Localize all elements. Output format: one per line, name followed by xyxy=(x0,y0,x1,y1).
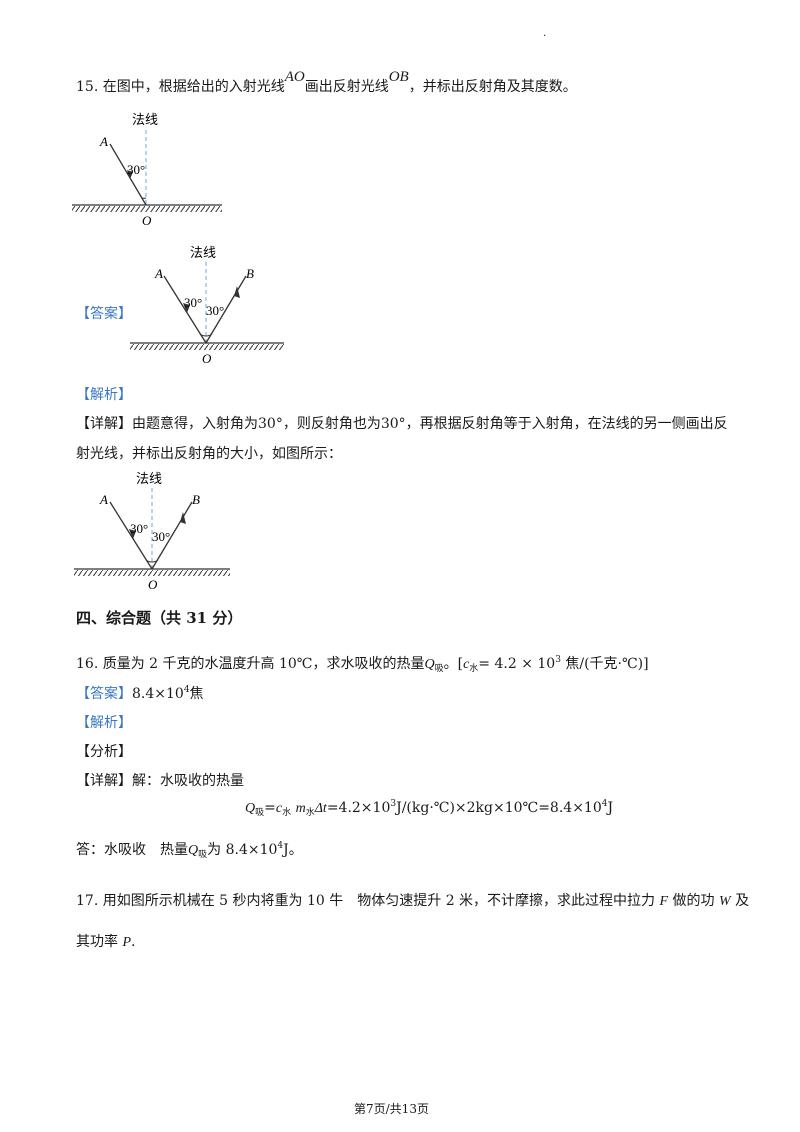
point-a-label: A xyxy=(154,266,163,281)
ray-ao-label: AO xyxy=(284,69,305,85)
reflected-ray xyxy=(205,275,247,344)
incident-arrow-icon xyxy=(129,529,136,539)
point-b-label: B xyxy=(246,266,254,281)
question-17-line2: 其功率 P. xyxy=(76,934,136,950)
detail-15-line1: 【详解】由题意得，入射角为30°，则反射角也为30°，再根据反射角等于入射角，在… xyxy=(76,416,728,432)
point-b-label: B xyxy=(192,492,200,507)
answer-16: 【答案】8.4×104焦 xyxy=(76,685,204,702)
point-o-label: O xyxy=(148,577,158,592)
question-16: 16. 质量为 2 千克的水温度升高 10℃，求水吸收的热量Q吸。[c水= 4.… xyxy=(76,655,649,674)
incident-angle-label: 30° xyxy=(184,295,202,310)
question-17-line1: 17. 用如图所示机械在 5 秒内将重为 10 牛 物体匀速提升 2 米，不计摩… xyxy=(76,893,750,909)
normal-label: 法线 xyxy=(190,245,216,260)
answer-tag-15: 【答案】 xyxy=(76,306,132,322)
heat-formula: Q吸=c水 m水Δt=4.2×103J/(kg·℃)×2kg×10℃=8.4×1… xyxy=(245,799,614,818)
point-a-label: A xyxy=(99,134,108,149)
incident-angle-label: 30° xyxy=(130,521,148,536)
mirror-hatch xyxy=(72,206,222,212)
incident-ray xyxy=(163,275,207,344)
analysis-label-16: 【分析】 xyxy=(76,744,132,760)
section-title: 四、综合题（共 31 分） xyxy=(76,609,243,627)
incident-arrow-icon xyxy=(183,303,190,313)
detail-15-line2: 射光线，并标出反射角的大小，如图所示： xyxy=(76,446,342,462)
question-15: 15. 在图中，根据给出的入射光线AO画出反射光线OB，并标出反射角及其度数。 xyxy=(76,69,577,95)
angle-arc xyxy=(199,333,213,337)
analysis-tag-15: 【解析】 xyxy=(76,387,132,403)
reflection-angle-label: 30° xyxy=(152,529,170,544)
normal-label: 法线 xyxy=(132,112,158,127)
incident-ray xyxy=(109,143,147,206)
ray-ob-label: OB xyxy=(388,69,409,85)
reflected-arrow-icon xyxy=(180,512,186,524)
incident-ray xyxy=(109,501,153,570)
angle-label: 30° xyxy=(127,162,145,177)
incident-ray-figure: 法线 A 30° O xyxy=(72,112,222,228)
normal-label: 法线 xyxy=(136,471,162,486)
answer-reflection-figure: 法线 A B 30° 30° O xyxy=(130,245,284,366)
point-a-label: A xyxy=(99,492,108,507)
mirror-hatch xyxy=(74,570,230,576)
detail-16: 【详解】解：水吸收的热量 xyxy=(76,773,244,789)
reflection-angle-label: 30° xyxy=(206,303,224,318)
incident-arrow-icon xyxy=(127,170,133,179)
page-number: 第7页/共13页 xyxy=(354,1102,429,1116)
reflected-arrow-icon xyxy=(234,286,240,298)
angle-arc xyxy=(145,559,159,563)
conclusion-16: 答：水吸收 热量Q吸为 8.4×104J。 xyxy=(76,841,303,860)
analysis-tag-16: 【解析】 xyxy=(76,715,132,731)
reflected-ray xyxy=(151,501,193,570)
point-o-label: O xyxy=(142,213,152,228)
detail-reflection-figure: 法线 A B 30° 30° O xyxy=(74,471,230,592)
point-o-label: O xyxy=(202,351,212,366)
mirror-hatch xyxy=(130,344,284,350)
corner-mark: . xyxy=(543,28,547,39)
